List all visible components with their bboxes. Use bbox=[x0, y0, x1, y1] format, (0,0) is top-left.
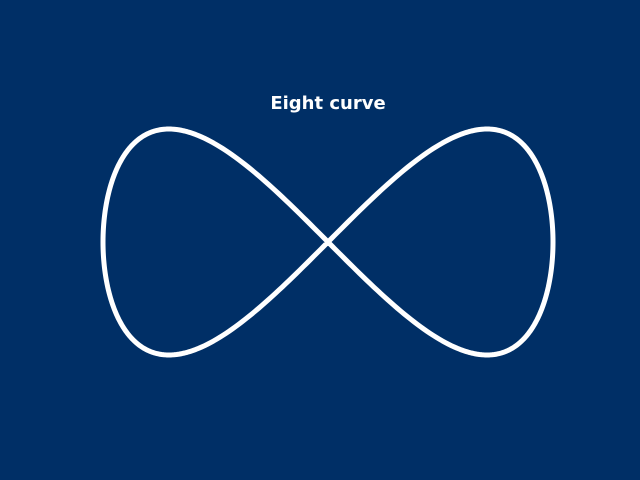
eight-curve-path bbox=[100, 126, 556, 358]
diagram-title: Eight curve bbox=[270, 93, 385, 114]
